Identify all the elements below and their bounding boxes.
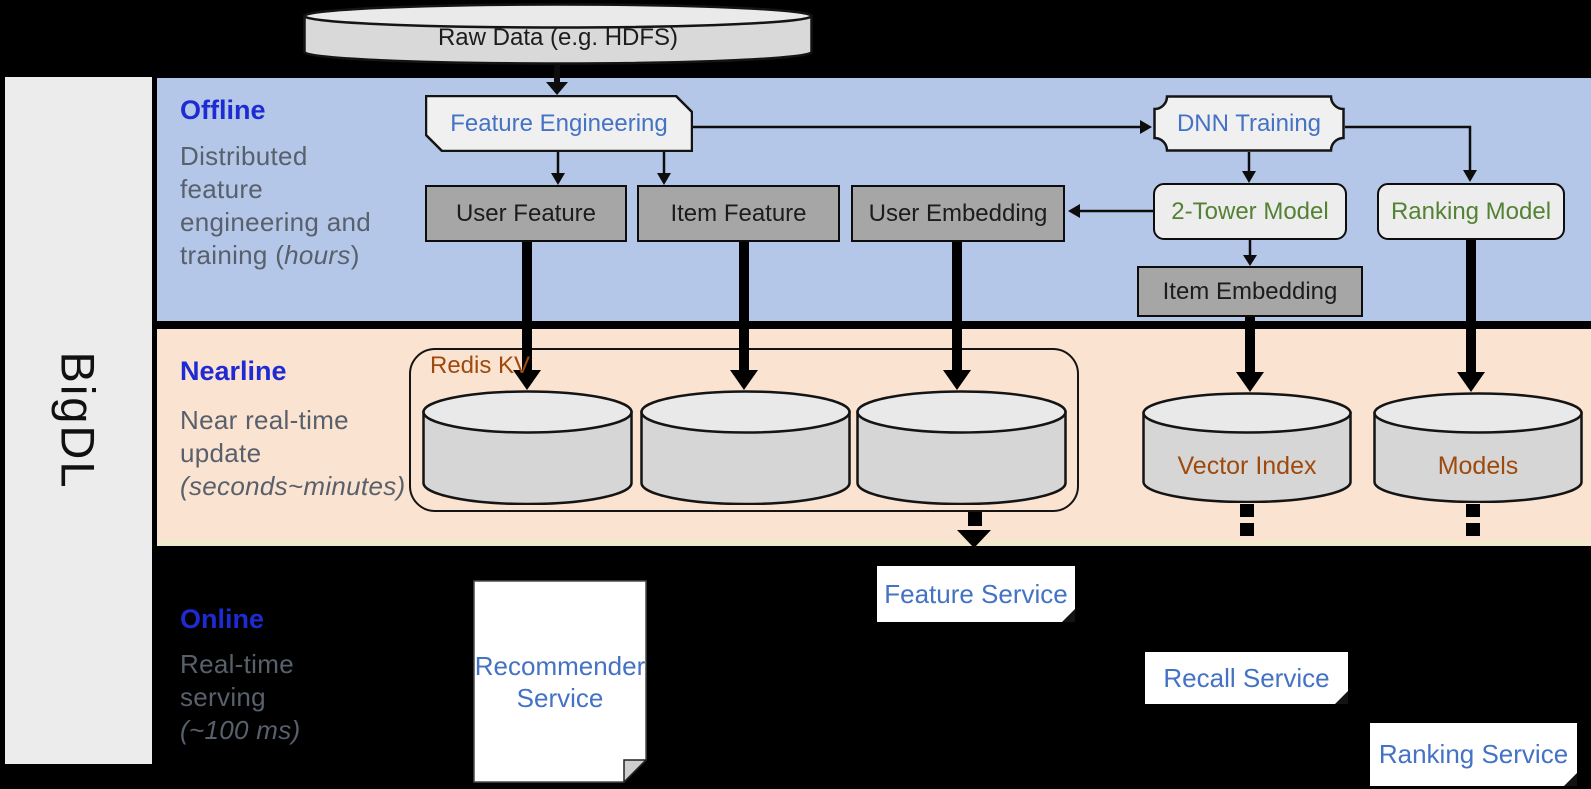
recommender-service-document: Recommender Service [473,580,647,783]
page-curl-icon [1564,773,1577,786]
user-embedding-node: User Embedding [851,185,1065,242]
dnn-training-label: DNN Training [1176,109,1322,137]
two-tower-model-label: 2-Tower Model [1171,197,1329,225]
feature-engineering-node: Feature Engineering [425,95,693,152]
redis-shard-cylinder [422,390,633,505]
snip-corner-shape [425,95,693,152]
vector-index-cylinder: Vector Index [1142,392,1352,503]
page-curl-icon [1062,609,1075,622]
ranking-model-label: Ranking Model [1390,197,1552,225]
online-desc-line: (~100 ms) [180,715,301,745]
redis-kv-label: Redis KV [430,352,531,379]
item-feature-label: Item Feature [670,199,807,227]
online-section-title: Online [180,604,265,634]
redis-shard-cylinder [856,390,1067,505]
ranking-service-node: Ranking Service [1370,723,1577,786]
vector-index-label: Vector Index [1177,452,1317,480]
item-embedding-label: Item Embedding [1162,277,1338,305]
bigdl-sidebar: BigDL [5,77,152,764]
redis-shard-cylinder [640,390,851,505]
cylinder-shape [303,3,813,65]
bigdl-logo-text: BigDL [51,351,105,490]
recommender-service-label: Recommender Service [474,650,646,713]
offline-section-title: Offline [180,95,266,125]
recall-service-node: Recall Service [1145,652,1348,704]
online-desc-line: serving [180,682,266,712]
dnn-training-node: DNN Training [1153,95,1345,152]
user-embedding-label: User Embedding [868,199,1048,227]
nearline-section-title: Nearline [180,356,287,386]
ranking-model-node: Ranking Model [1377,183,1565,240]
plaque-shape [1153,95,1345,152]
feature-engineering-label: Feature Engineering [450,109,668,137]
nearline-section-description: Near real-time update (seconds~minutes) [180,404,405,503]
item-embedding-node: Item Embedding [1137,266,1363,317]
raw-data-label: Raw Data (e.g. HDFS) [437,24,679,51]
nearline-bottom-edge [157,540,1591,546]
feature-service-node: Feature Service [877,566,1075,622]
feature-service-label: Feature Service [884,578,1068,609]
user-feature-label: User Feature [455,199,597,227]
document-shape [473,580,647,783]
ranking-service-label: Ranking Service [1378,739,1569,769]
recall-service-label: Recall Service [1163,662,1330,693]
nearline-desc-line: update [180,438,262,468]
offline-desc-line: training (hours) [180,240,360,270]
offline-desc-line: feature [180,174,264,204]
offline-desc-line: Distributed [180,141,308,171]
nearline-desc-line: (seconds~minutes) [180,471,406,501]
offline-section-description: Distributed feature engineering and trai… [180,140,371,272]
page-curl-icon [1335,691,1348,704]
online-section-description: Real-time serving (~100 ms) [180,648,300,747]
online-desc-line: Real-time [180,649,294,679]
two-tower-model-node: 2-Tower Model [1153,183,1347,240]
offline-desc-line: engineering and [180,207,371,237]
raw-data-cylinder: Raw Data (e.g. HDFS) [303,3,813,65]
nearline-desc-line: Near real-time [180,405,349,435]
models-label: Models [1437,452,1519,480]
models-cylinder: Models [1373,392,1583,503]
user-feature-node: User Feature [425,185,627,242]
item-feature-node: Item Feature [637,185,840,242]
